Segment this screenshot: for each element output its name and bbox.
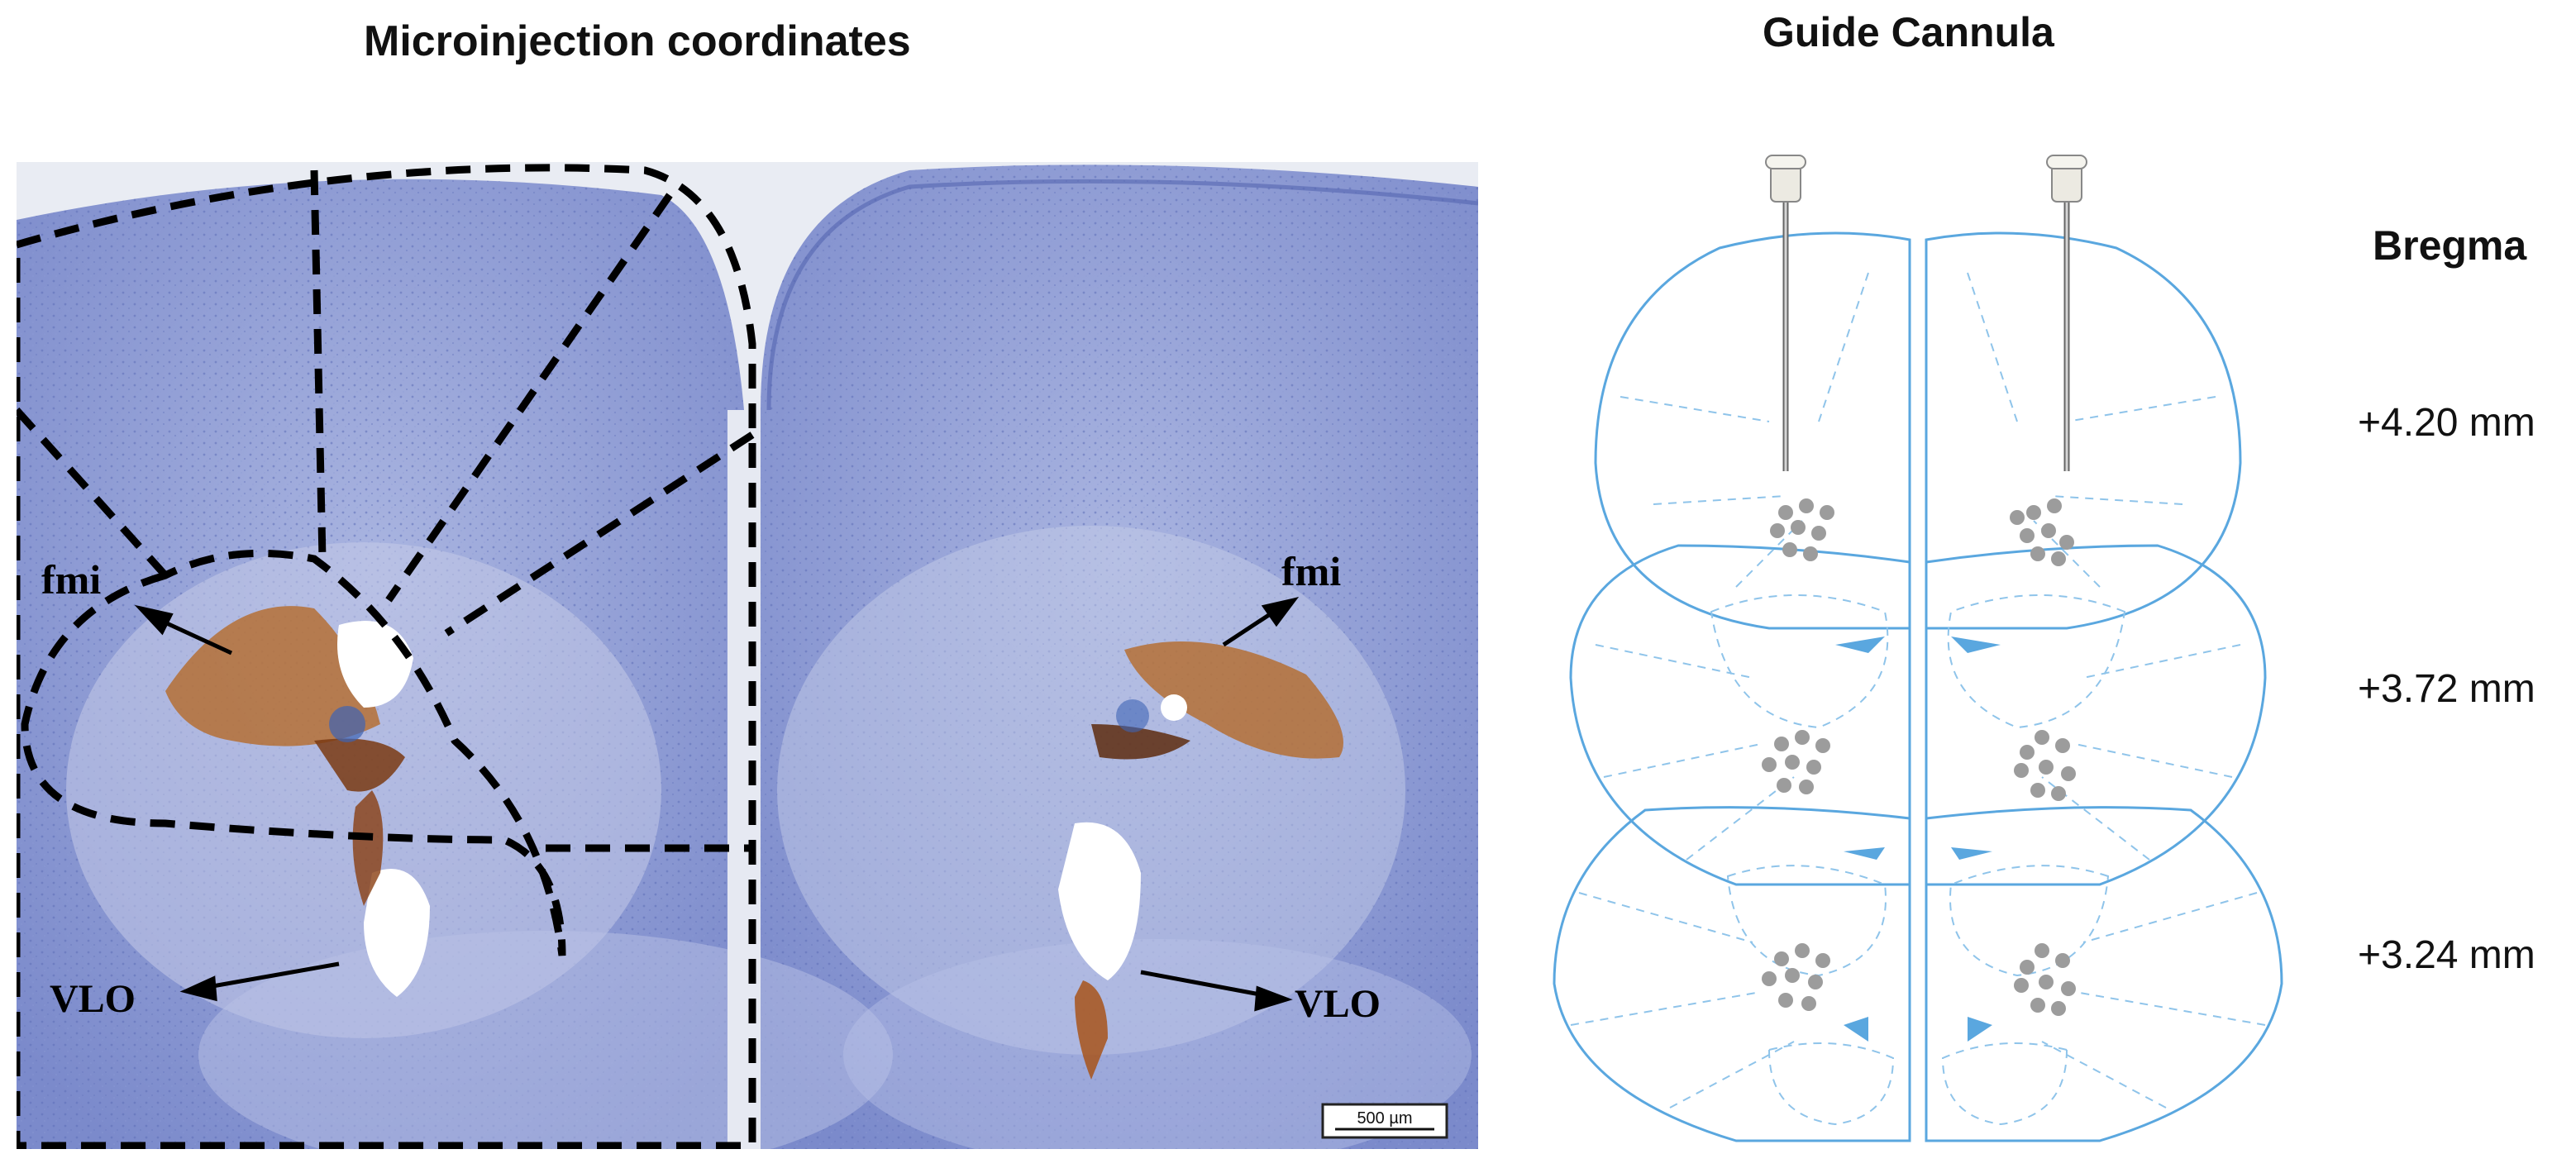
- vlo-label-left: VLO: [50, 977, 136, 1021]
- scale-bar: 500 µm: [1321, 1103, 1448, 1139]
- injection-site-left: [165, 606, 430, 997]
- left-panel-title: Microinjection coordinates: [364, 17, 911, 65]
- bregma-title: Bregma: [2373, 222, 2527, 269]
- annotation-arrows: [134, 597, 1300, 1012]
- atlas-schematic: [1553, 155, 2283, 1142]
- bregma-coordinate: +4.20 mm: [2358, 401, 2535, 445]
- bregma-coordinate: +3.24 mm: [2358, 933, 2535, 977]
- atlas-section-3-left: [1553, 806, 1911, 1142]
- atlas-section-2-right: [1925, 544, 2267, 886]
- fmi-label-left: fmi: [41, 556, 101, 603]
- atlas-section-1-right: [1925, 231, 2242, 630]
- injection-site-right: [1058, 641, 1343, 1080]
- vlo-label-right: VLO: [1295, 982, 1381, 1026]
- dashed-region-outlines: [17, 164, 756, 1149]
- atlas-section-1-left: [1594, 231, 1911, 630]
- fmi-label-right: fmi: [1281, 548, 1341, 594]
- ventricle-marks: [1835, 637, 2001, 1042]
- guide-cannula-right: [2046, 155, 2087, 471]
- right-panel-title: Guide Cannula: [1763, 9, 2054, 55]
- bregma-coordinate: +3.72 mm: [2358, 667, 2535, 711]
- injection-dots: [1762, 498, 2076, 1016]
- atlas-section-2-left: [1569, 544, 1911, 886]
- guide-cannula-left: [1765, 155, 1806, 471]
- histology-micrograph: fmi fmi VLO VLO 500 µm: [17, 162, 1478, 1149]
- atlas-section-3-right: [1925, 806, 2283, 1142]
- scale-bar-label: 500 µm: [1357, 1109, 1412, 1128]
